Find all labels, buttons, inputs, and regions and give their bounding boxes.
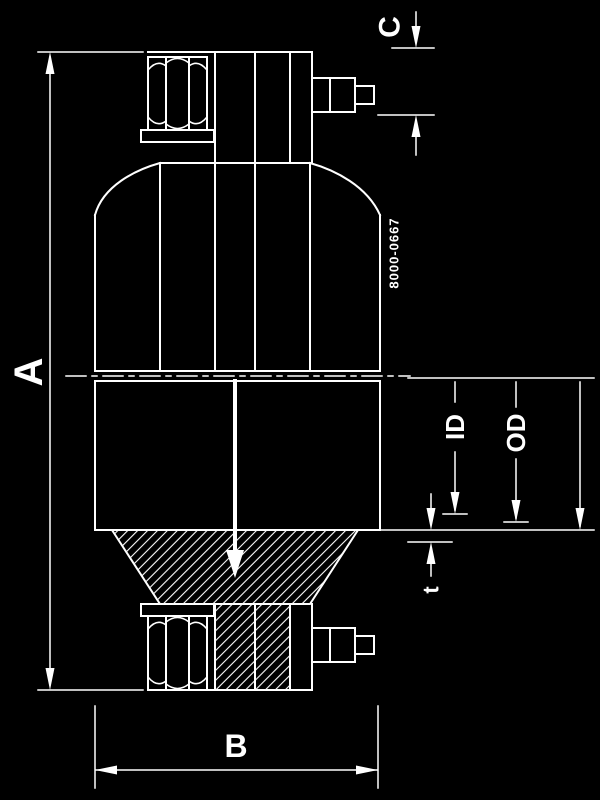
dim-od-outer-arrow: [575, 508, 585, 530]
dim-b-label: B: [224, 728, 247, 764]
dim-od-label: OD: [501, 414, 531, 453]
part-number-label: 8000-0667: [387, 217, 402, 288]
line-art-group: [65, 51, 411, 691]
dim-t-lines: [407, 493, 453, 577]
dim-id-arrow: [450, 492, 460, 514]
dim-a-label: A: [7, 358, 51, 387]
dimension-lines-group: [37, 11, 595, 789]
dim-c-label: C: [374, 16, 407, 38]
dim-a-arrow-up: [45, 52, 55, 74]
dim-id-label: ID: [440, 414, 470, 440]
top-nut-chamfer-arcs: [146, 57, 209, 130]
dim-c-arrow-down: [411, 26, 421, 48]
dim-t-arrow-up: [426, 542, 436, 564]
dim-a-arrow-down: [45, 668, 55, 690]
dim-b-arrow-right: [356, 765, 378, 775]
lower-flange-plate: [94, 380, 381, 531]
arrowheads-group: [45, 26, 585, 775]
labels-group: A B C ID OD t 8000-0667: [7, 16, 531, 764]
dim-b-lines: [94, 705, 379, 789]
dim-a-lines: [37, 51, 144, 691]
flow-arrow-head: [226, 550, 244, 578]
bottom-nut-chamfer-arcs: [146, 616, 209, 690]
dim-t-arrow-down: [426, 508, 436, 530]
dim-b-arrow-left: [95, 765, 117, 775]
dim-od-arrow: [511, 500, 521, 522]
dim-t-label: t: [419, 586, 444, 594]
lower-stud-hatched-section: [215, 604, 290, 690]
upper-flange-body: [93, 161, 382, 372]
dim-c-lines: [377, 11, 435, 156]
top-bolt-assembly: [140, 51, 375, 372]
dim-id-od-lines: [379, 377, 595, 531]
dim-c-arrow-up: [411, 115, 421, 137]
bottom-bolt-assembly: [140, 603, 375, 691]
